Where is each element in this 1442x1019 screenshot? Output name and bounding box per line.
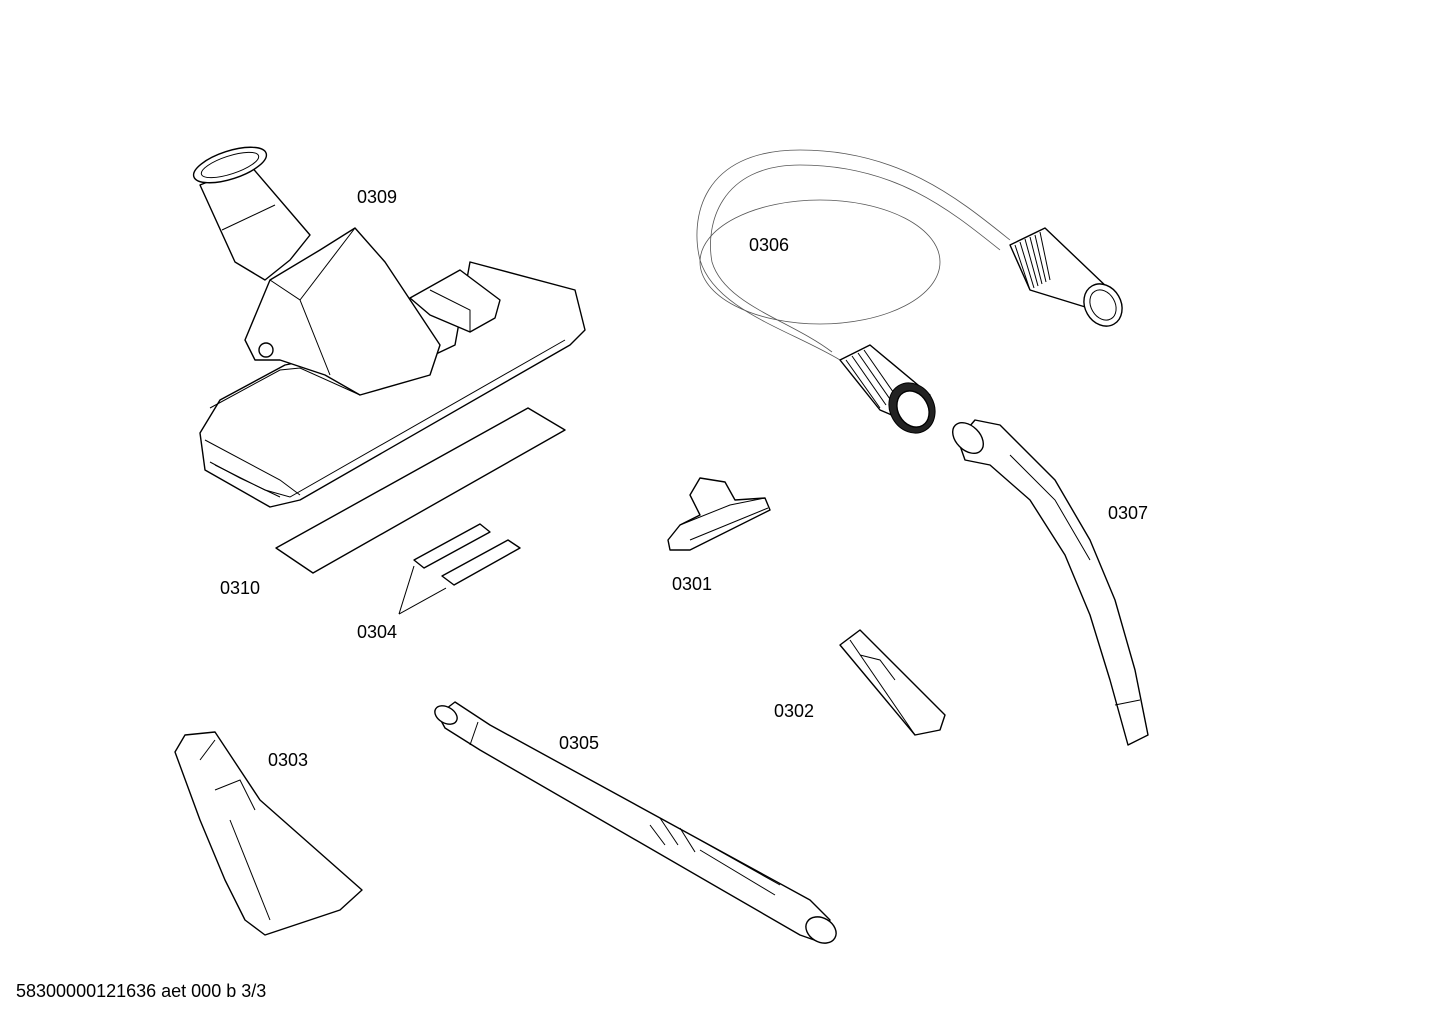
part-label-0303: 0303 bbox=[268, 750, 309, 770]
part-label-0302: 0302 bbox=[774, 701, 815, 721]
small-strips-drawing bbox=[398, 523, 521, 615]
nozzle-strip-drawing bbox=[275, 407, 566, 574]
crevice-tool-drawing bbox=[839, 629, 946, 736]
upholstery-nozzle-drawing bbox=[667, 477, 771, 551]
hose-handle-drawing bbox=[952, 419, 1149, 746]
part-label-0304: 0304 bbox=[357, 622, 398, 642]
part-label-0309: 0309 bbox=[357, 187, 398, 207]
part-label-0307: 0307 bbox=[1108, 503, 1149, 523]
part-label-0301: 0301 bbox=[672, 574, 713, 594]
part-label-0306: 0306 bbox=[749, 235, 790, 255]
part-label-0310: 0310 bbox=[220, 578, 261, 598]
hose-drawing bbox=[696, 149, 1123, 434]
floor-nozzle-drawing bbox=[192, 146, 586, 508]
document-footer-code: 58300000121636 aet 000 b 3/3 bbox=[16, 981, 267, 1001]
telescopic-tube-drawing bbox=[434, 701, 837, 944]
wide-nozzle-drawing bbox=[174, 731, 363, 936]
part-label-0305: 0305 bbox=[559, 733, 600, 753]
